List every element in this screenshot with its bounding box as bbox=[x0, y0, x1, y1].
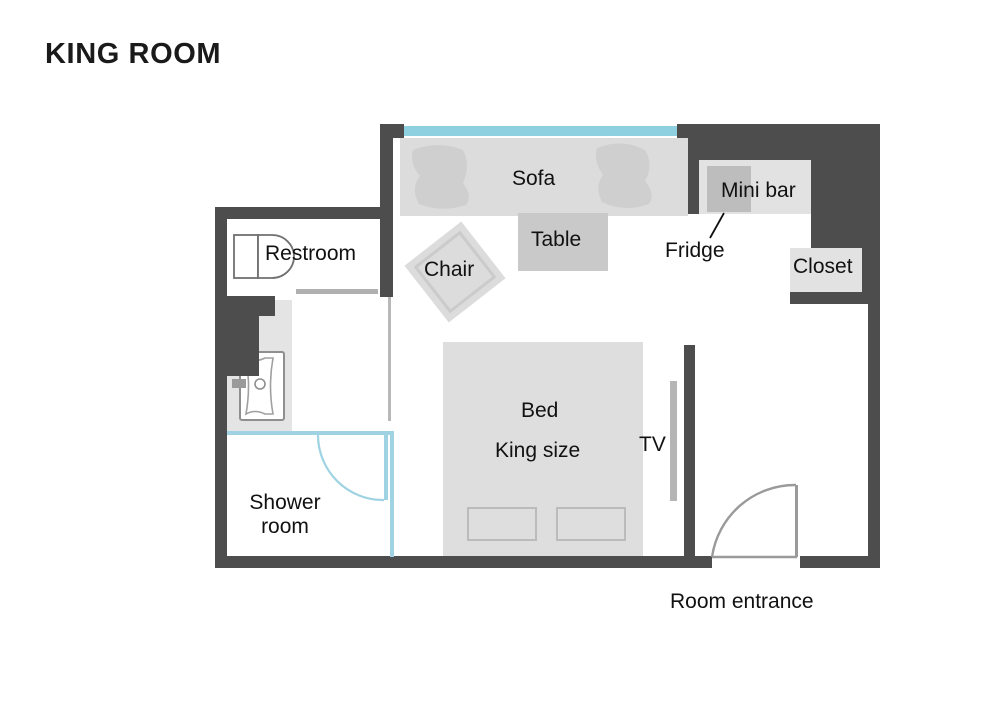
toilet bbox=[233, 234, 295, 279]
wall-outer-left bbox=[215, 207, 227, 568]
sofa bbox=[400, 138, 688, 216]
wall-restroom-top bbox=[215, 207, 393, 219]
wall-outer-right-lower bbox=[868, 295, 880, 568]
toilet-bowl bbox=[257, 234, 295, 279]
sink-drain bbox=[254, 378, 266, 390]
wall-top-right-stub bbox=[677, 124, 688, 138]
sofa-cushion-right bbox=[595, 143, 652, 209]
bed bbox=[443, 342, 643, 557]
fridge-unit bbox=[707, 166, 751, 212]
fridge-leader-line bbox=[709, 212, 725, 239]
sink-faucet bbox=[232, 379, 246, 388]
wall-sofa-bay-left-upper bbox=[380, 124, 393, 214]
walls bbox=[215, 124, 880, 568]
page-title: KING ROOM bbox=[45, 38, 222, 70]
bed-body bbox=[443, 342, 643, 557]
wall-closet-right bbox=[862, 248, 880, 295]
sofa-cushion-left bbox=[411, 145, 469, 209]
window-opening bbox=[404, 126, 677, 136]
wall-closet-bottom bbox=[790, 292, 880, 304]
bed-footrest-left bbox=[467, 507, 537, 541]
entrance-door-leaf bbox=[795, 485, 798, 557]
chair-seat-outline bbox=[413, 230, 497, 314]
wall-entry-partition bbox=[684, 345, 695, 563]
wall-bottom-right bbox=[800, 556, 880, 568]
mini-bar bbox=[698, 160, 811, 214]
shower-room-door-arc bbox=[316, 434, 385, 502]
shower-room-wall-right bbox=[390, 431, 394, 557]
restroom-partition-line bbox=[388, 297, 391, 421]
room-entrance-door bbox=[710, 483, 798, 559]
chair-body bbox=[404, 221, 506, 323]
shower-room-door-leaf bbox=[384, 435, 388, 500]
entrance-door-arc bbox=[710, 483, 797, 558]
shower-room-wall-top bbox=[227, 431, 394, 435]
shower-room bbox=[227, 431, 394, 557]
wall-bottom-left bbox=[215, 556, 712, 568]
wall-right-upper-block bbox=[811, 160, 880, 248]
chair bbox=[404, 221, 506, 323]
table bbox=[518, 213, 608, 271]
wall-restroom-right bbox=[380, 214, 393, 297]
restroom-sliding-door bbox=[296, 289, 378, 294]
tv-unit bbox=[670, 381, 677, 501]
toilet-tank bbox=[233, 234, 259, 279]
closet-unit bbox=[790, 248, 874, 292]
wall-minibar-left-pier bbox=[688, 142, 699, 214]
bed-footrest-right bbox=[556, 507, 626, 541]
wall-vanity-left-block bbox=[215, 296, 259, 376]
